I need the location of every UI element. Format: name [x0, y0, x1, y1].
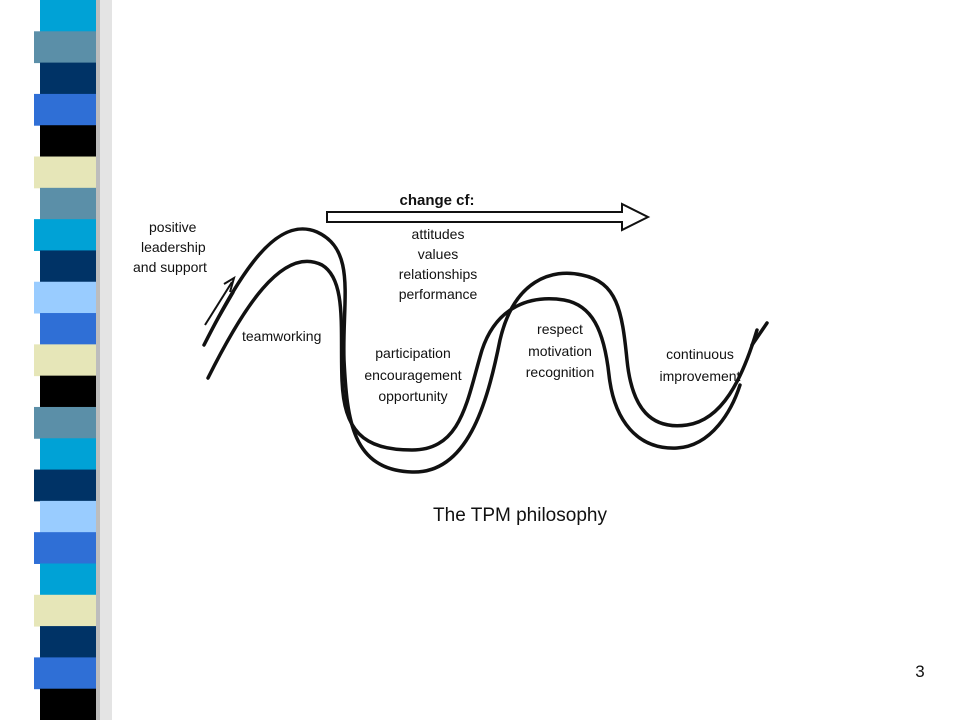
stripe-block [40, 688, 96, 720]
stripe-block [34, 532, 96, 564]
stripe-block [34, 156, 96, 189]
stripe-block [34, 344, 96, 377]
change-items: attitudes values relationships performan… [399, 226, 478, 302]
start-arrow [204, 275, 236, 331]
change-item: performance [399, 286, 478, 302]
stripe-block [40, 313, 96, 345]
stripe-block [40, 250, 96, 283]
change-item: relationships [399, 266, 478, 282]
stage-participation-line: participation [375, 345, 451, 361]
stage-participation: participation encouragement opportunity [364, 345, 461, 404]
slide-number: 3 [915, 662, 925, 681]
stripe-block [40, 375, 96, 408]
stage-participation-line: encouragement [364, 367, 461, 383]
stripe-block [40, 626, 96, 658]
stage-teamworking: teamworking [242, 328, 321, 344]
stage-continuous-line: continuous [666, 346, 734, 362]
start-label-line: positive [149, 219, 197, 235]
stripe-block [34, 31, 96, 64]
decorative-stripe-bar [34, 0, 112, 720]
wave-ribbon [202, 227, 759, 474]
stripe-block [34, 219, 96, 251]
start-label-line: and support [133, 259, 207, 275]
stripe-block [34, 594, 96, 627]
stage-continuous-line: improvement [660, 368, 741, 384]
stage-participation-line: opportunity [378, 388, 447, 404]
stripe-block [34, 93, 96, 126]
stage-continuous: continuous improvement [660, 346, 741, 384]
wave-tail [750, 321, 769, 347]
stripe-block [40, 438, 96, 471]
stage-respect-line: motivation [528, 343, 592, 359]
stripe-block [40, 563, 96, 596]
stage-respect: respect motivation recognition [526, 321, 595, 380]
diagram-caption: The TPM philosophy [433, 505, 607, 526]
stage-respect-line: respect [537, 321, 583, 337]
stage-respect-line: recognition [526, 364, 595, 380]
stripe-block [40, 500, 96, 533]
start-label: positive leadership and support [133, 219, 207, 275]
stripe-block [34, 657, 96, 690]
change-arrow [326, 202, 651, 232]
stripe-block [34, 406, 96, 439]
stripe-block [40, 0, 96, 32]
change-item: values [418, 246, 458, 262]
stripe-block [40, 62, 96, 95]
stripe-block [34, 281, 96, 314]
change-title: change cf: [399, 192, 474, 209]
stripe-block [34, 469, 96, 502]
stripe-block [40, 187, 96, 220]
stripe-block [40, 125, 96, 158]
change-item: attitudes [412, 226, 465, 242]
start-label-line: leadership [141, 239, 206, 255]
tpm-philosophy-diagram: change cf: attitudes values relationship… [133, 192, 769, 526]
